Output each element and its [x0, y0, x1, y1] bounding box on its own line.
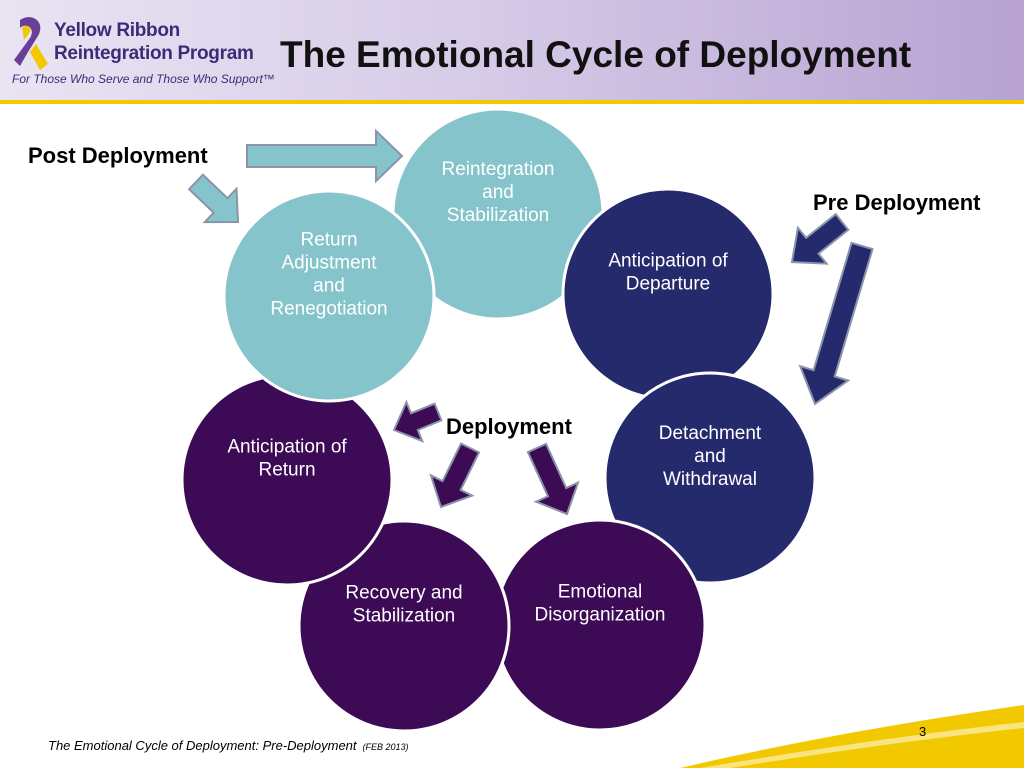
page-number: 3: [919, 724, 927, 739]
logo-line-2: Reintegration Program: [54, 43, 254, 64]
stage-label-line: Detachment: [659, 423, 762, 444]
deployment-arrow-right-down-icon: [526, 442, 580, 516]
stage-label-line: and: [482, 182, 514, 203]
stage-label-line: and: [313, 276, 345, 297]
pre-deployment-arrow-down-icon: [798, 241, 874, 406]
stage-label-line: Emotional: [558, 582, 643, 603]
stage-label-line: Stabilization: [353, 606, 455, 627]
pre-deployment-arrow-diagonal-icon: [790, 212, 850, 265]
circles-group: ReintegrationandStabilizationAnticipatio…: [180, 107, 817, 733]
stage-label-line: Stabilization: [447, 205, 549, 226]
deployment-label: Deployment: [446, 414, 572, 439]
stage-label-line: Reintegration: [441, 159, 554, 180]
post-deployment-arrow-right-icon: [246, 128, 404, 184]
slide-title: The Emotional Cycle of Deployment: [280, 34, 912, 75]
arrows-group: [187, 128, 874, 516]
ribbon-icon: [14, 17, 48, 70]
deployment-arrow-left-icon: [392, 399, 443, 443]
stage-label-line: Anticipation of: [227, 437, 347, 458]
logo-line-1: Yellow Ribbon: [54, 20, 180, 41]
header-divider: [0, 100, 1024, 104]
stage-label-line: Withdrawal: [663, 469, 757, 490]
stage-label-line: Anticipation of: [608, 251, 728, 272]
stage-circle-shape: [297, 519, 511, 733]
yellow-ribbon-logo: Yellow Ribbon Reintegration Program For …: [8, 10, 275, 92]
logo-tagline: For Those Who Serve and Those Who Suppor…: [12, 72, 275, 86]
pre-deployment-label: Pre Deployment: [813, 190, 981, 215]
stage-label-line: Return: [300, 230, 357, 251]
stage-circle-shape: [603, 371, 817, 585]
post-deployment-arrow-diagonal-icon: [187, 173, 240, 224]
post-deployment-label: Post Deployment: [28, 143, 208, 168]
footer-note-text: The Emotional Cycle of Deployment: Pre-D…: [48, 738, 357, 753]
stage-label-line: Recovery and: [345, 583, 462, 604]
stage-label-line: Departure: [626, 274, 711, 295]
stage-label-line: Return: [258, 460, 315, 481]
header-band: [0, 0, 1024, 100]
stage-circle-shape: [222, 189, 436, 403]
stage-label-line: and: [694, 446, 726, 467]
stage-label-line: Renegotiation: [270, 299, 387, 320]
stage-label-line: Adjustment: [281, 253, 377, 274]
stage-label-line: Disorganization: [535, 605, 666, 626]
footer-date: (FEB 2013): [362, 742, 409, 752]
footer-note: The Emotional Cycle of Deployment: Pre-D…: [48, 738, 409, 753]
deployment-arrow-left-down-icon: [429, 442, 481, 509]
